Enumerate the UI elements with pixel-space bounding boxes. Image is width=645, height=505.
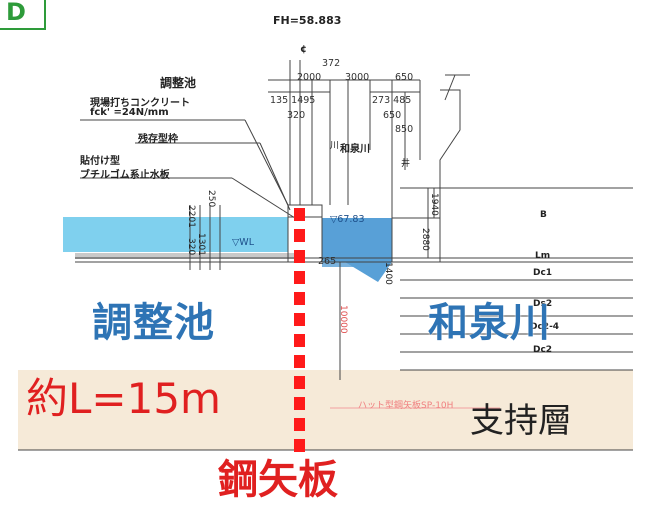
sheet-pile-segment	[294, 313, 305, 326]
dim-1301: 1301	[196, 233, 206, 256]
layer-dc2: Dc2	[533, 345, 553, 355]
river-overlay-title: 和泉川	[428, 300, 551, 346]
dim-1400: 1400	[383, 262, 393, 285]
sheet-pile-segment	[294, 376, 305, 389]
sheet-pile-segment	[294, 250, 305, 263]
dim-265: 265	[318, 256, 337, 267]
sheet-pile-segment	[294, 355, 305, 368]
sheet-pile-segment	[294, 334, 305, 347]
hat-sheet-label: ハット型鋼矢板SP-10H	[358, 401, 454, 411]
sheet-pile-segment	[294, 271, 305, 284]
support-layer-fill	[18, 370, 633, 450]
pond-label: 調整池	[160, 76, 197, 90]
formwork-label: 残存型枠	[138, 134, 178, 145]
dim-1940: 1940	[429, 193, 439, 216]
river-wall-label-a: 川	[328, 140, 338, 149]
waterstop-label-2: ブチルゴム系止水板	[80, 170, 170, 181]
wl-left-label: ▽WL	[232, 237, 254, 248]
dim-320: 320	[287, 110, 306, 121]
layer-b: B	[540, 210, 547, 220]
support-layer-label: 支持層	[470, 401, 572, 441]
river-label-small: 和泉川	[340, 144, 370, 155]
dim-3000: 3000	[345, 72, 370, 83]
layer-dc2-4: Dc2-4	[530, 322, 560, 332]
panel-tag: D	[0, 0, 46, 30]
fck-label: fck' =24N/mm	[90, 107, 169, 118]
dim-650-b: 650	[383, 110, 402, 121]
layer-dc1: Dc1	[533, 268, 553, 278]
dim-372: 372	[322, 58, 341, 69]
length-overlay: 約L=15m	[26, 374, 221, 423]
dim-273-485: 273 485	[372, 95, 412, 106]
centerline-mark: ¢	[300, 44, 307, 55]
dim-2000: 2000	[297, 72, 322, 83]
waterstop-label-1: 貼付け型	[80, 156, 120, 167]
sheet-pile-segment	[294, 292, 305, 305]
dim-135-1495: 135 1495	[270, 95, 316, 106]
water-right	[322, 218, 392, 282]
concrete-label: 現場打ちコンクリート	[90, 98, 190, 109]
sheet-pile-label: 鋼矢板	[218, 457, 338, 503]
dim-650-top: 650	[395, 72, 414, 83]
sheet-pile-segment	[294, 418, 305, 431]
sheet-pile-segment	[294, 229, 305, 242]
wl-right-label: ▽67.83	[330, 214, 365, 225]
dim-2201: 2201	[186, 205, 196, 228]
dim-320-v: 320	[186, 238, 196, 256]
dim-850: 850	[395, 124, 414, 135]
water-left	[63, 217, 288, 252]
river-wall-label-b: 井	[399, 158, 409, 167]
pond-overlay-title: 調整池	[92, 300, 215, 346]
fh-label: FH=58.883	[273, 14, 342, 27]
dim-2880: 2880	[420, 228, 430, 251]
dim-250: 250	[206, 190, 216, 208]
sheet-pile-segment	[294, 208, 305, 221]
sheet-pile-segment	[294, 439, 305, 452]
layer-ds2: Ds2	[533, 299, 553, 309]
dim-10000: 10000	[338, 305, 348, 334]
sheet-pile-segment	[294, 397, 305, 410]
layer-lm: Lm	[535, 251, 551, 261]
